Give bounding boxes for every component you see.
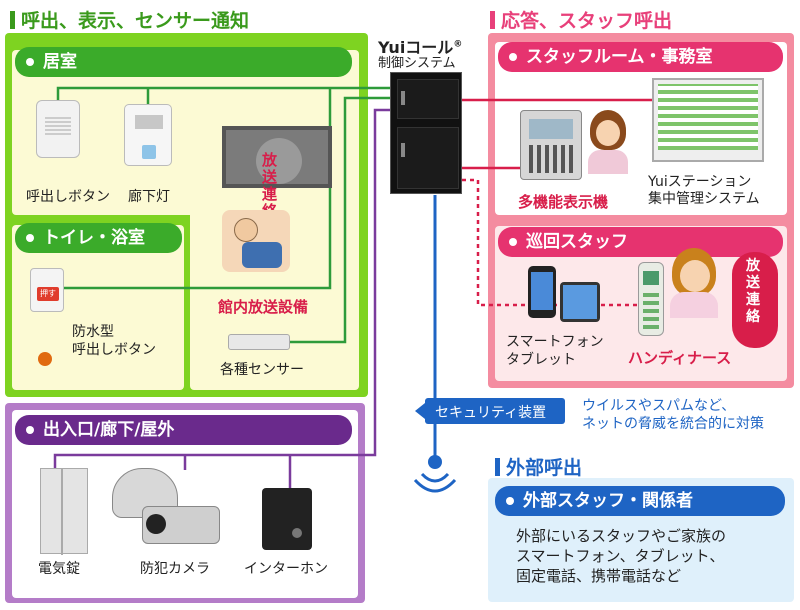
multi-display-label: 多機能表示機 bbox=[518, 193, 609, 211]
smartphone-label-2: タブレット bbox=[506, 352, 576, 368]
ceiling-speaker-icon bbox=[222, 126, 332, 188]
group-toilet: トイレ・浴室 bbox=[15, 223, 182, 253]
waterproof-button-icon: 押す bbox=[30, 268, 64, 312]
intercom-icon bbox=[262, 488, 312, 550]
pa-system-label: 館内放送設備 bbox=[218, 298, 309, 316]
pull-cord-icon bbox=[38, 352, 52, 366]
security-device-label: セキュリティ装置 bbox=[435, 405, 547, 421]
security-desc-2: ネットの脅威を統合的に対策 bbox=[582, 416, 764, 432]
red-wiring bbox=[462, 98, 660, 170]
corridor-light-label: 廊下灯 bbox=[128, 189, 170, 205]
external-desc-3: 固定電話、携帯電話など bbox=[516, 567, 682, 585]
corridor-light-icon bbox=[124, 104, 172, 166]
external-desc-1: 外部にいるスタッフやご家族の bbox=[516, 527, 727, 545]
multi-display-phone-icon bbox=[520, 110, 582, 180]
security-camera-label: 防犯カメラ bbox=[140, 561, 210, 577]
sensor-icon bbox=[228, 334, 290, 350]
control-cabinet-icon bbox=[390, 72, 462, 194]
call-button-icon bbox=[36, 100, 80, 158]
security-device-box: セキュリティ装置 bbox=[415, 398, 565, 424]
antenna-waves bbox=[413, 472, 457, 493]
station-label-1: Yuiステーション bbox=[648, 174, 752, 190]
section-title-call-display: 呼出、表示、センサー通知 bbox=[10, 6, 249, 33]
electric-lock-icon bbox=[40, 468, 88, 555]
group-staff-room: スタッフルーム・事務室 bbox=[498, 42, 783, 72]
red-dashed-wiring bbox=[462, 178, 640, 307]
smartphone-icon bbox=[528, 266, 556, 318]
security-camera-icon bbox=[112, 468, 222, 550]
electric-lock-label: 電気錠 bbox=[38, 561, 80, 577]
station-label-2: 集中管理システム bbox=[648, 191, 760, 207]
call-button-label: 呼出しボタン bbox=[26, 189, 110, 205]
tablet-icon bbox=[560, 282, 600, 322]
push-label: 押す bbox=[37, 287, 59, 301]
broadcast-bubble-patrol: 放送連絡 bbox=[746, 258, 760, 325]
group-room: 居室 bbox=[15, 47, 352, 77]
waterproof-button-label-2: 呼出しボタン bbox=[72, 342, 156, 358]
patrol-staff-icon bbox=[666, 248, 726, 318]
handy-nurse-label: ハンディナース bbox=[628, 349, 732, 367]
group-entrance: 出入口/廊下/屋外 bbox=[15, 415, 352, 445]
section-title-response: 応答、スタッフ呼出 bbox=[490, 6, 672, 33]
control-system-label: 制御システム bbox=[378, 56, 456, 71]
control-brand: Yuiコール® bbox=[378, 38, 463, 57]
group-patrol: 巡回スタッフ bbox=[498, 227, 783, 257]
staff-woman-icon bbox=[582, 108, 634, 174]
handy-nurse-icon bbox=[638, 262, 664, 336]
section-title-external: 外部呼出 bbox=[495, 453, 582, 480]
waterproof-button-label-1: 防水型 bbox=[72, 324, 114, 340]
smartphone-label-1: スマートフォン bbox=[506, 334, 604, 350]
sensors-label: 各種センサー bbox=[220, 362, 304, 378]
resident-in-bed-icon bbox=[222, 210, 290, 272]
security-desc-1: ウイルスやスパムなど、 bbox=[582, 398, 736, 414]
broadcast-bubble-patrol-icon bbox=[732, 252, 778, 348]
antenna-icon bbox=[428, 455, 442, 469]
group-external-staff: 外部スタッフ・関係者 bbox=[495, 486, 785, 516]
intercom-label: インターホン bbox=[244, 561, 328, 577]
purple-wiring bbox=[53, 108, 390, 490]
station-monitor-icon bbox=[652, 78, 764, 162]
external-desc-2: スマートフォン、タブレット、 bbox=[516, 547, 725, 565]
